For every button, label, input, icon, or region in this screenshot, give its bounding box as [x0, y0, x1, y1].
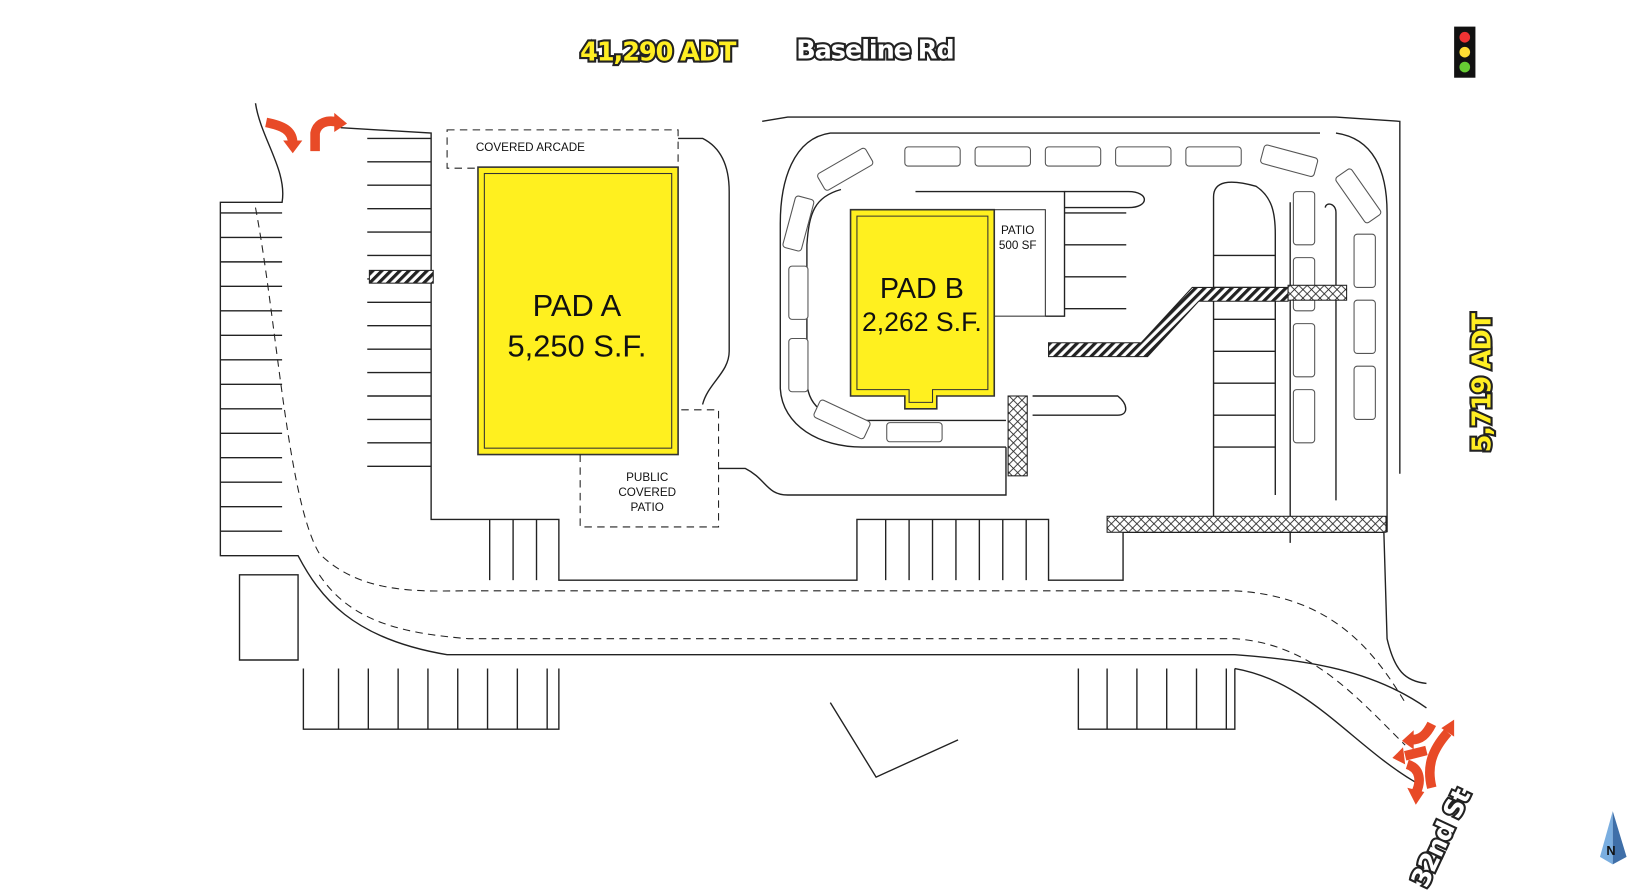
public-patio-label-2: COVERED — [618, 486, 676, 499]
car-icon — [1292, 257, 1316, 312]
car-icon — [1292, 191, 1316, 246]
car-icon — [1353, 233, 1376, 288]
car-icon — [817, 147, 874, 191]
pad-a-name: PAD A — [533, 288, 622, 323]
pad-b-patio-area: 500 SF — [999, 239, 1037, 252]
pad-a-building: COVERED ARCADE PAD A 5,250 S.F. PUBLIC C… — [368, 129, 1007, 528]
pad-a-area: 5,250 S.F. — [507, 329, 646, 364]
public-patio-label-1: PUBLIC — [626, 471, 668, 484]
car-icon — [1260, 144, 1319, 177]
car-icon — [886, 422, 943, 443]
baseline-adt-label: 41,290 ADT — [580, 38, 737, 68]
car-icon — [788, 337, 809, 393]
crosswalks — [1007, 284, 1387, 533]
right-adt-label: 5,719 ADT — [1467, 312, 1497, 452]
car-icon — [1335, 168, 1382, 224]
car-icon — [974, 146, 1031, 167]
pad-b-area: 2,262 S.F. — [862, 307, 982, 337]
car-icon — [1044, 146, 1102, 167]
car-icon — [904, 146, 961, 167]
car-icon — [1292, 323, 1316, 378]
drive-thru-lane — [779, 132, 1388, 543]
car-icon — [1353, 365, 1376, 420]
car-icon — [1353, 299, 1376, 354]
traffic-light-icon — [1454, 26, 1476, 78]
car-icon — [813, 399, 871, 440]
north-label: N — [1606, 843, 1615, 858]
car-icon — [1185, 146, 1242, 167]
access-arrows — [265, 112, 1455, 805]
car-icon — [1115, 146, 1172, 167]
pad-b-patio-label: PATIO — [1001, 224, 1034, 237]
baseline-rd-label: Baseline Rd — [796, 36, 953, 66]
site-boundary — [219, 103, 1427, 784]
north-arrow-icon: N — [1599, 811, 1627, 865]
covered-arcade-label: COVERED ARCADE — [476, 141, 585, 154]
pad-b-name: PAD B — [880, 273, 964, 305]
public-patio-label-3: PATIO — [631, 501, 664, 514]
car-icon — [1292, 389, 1316, 444]
parking-stalls — [220, 137, 1276, 730]
car-icon — [782, 195, 815, 252]
pad-b-building: PAD B 2,262 S.F. PATIO 500 SF — [849, 208, 1046, 410]
car-icon — [788, 265, 809, 320]
